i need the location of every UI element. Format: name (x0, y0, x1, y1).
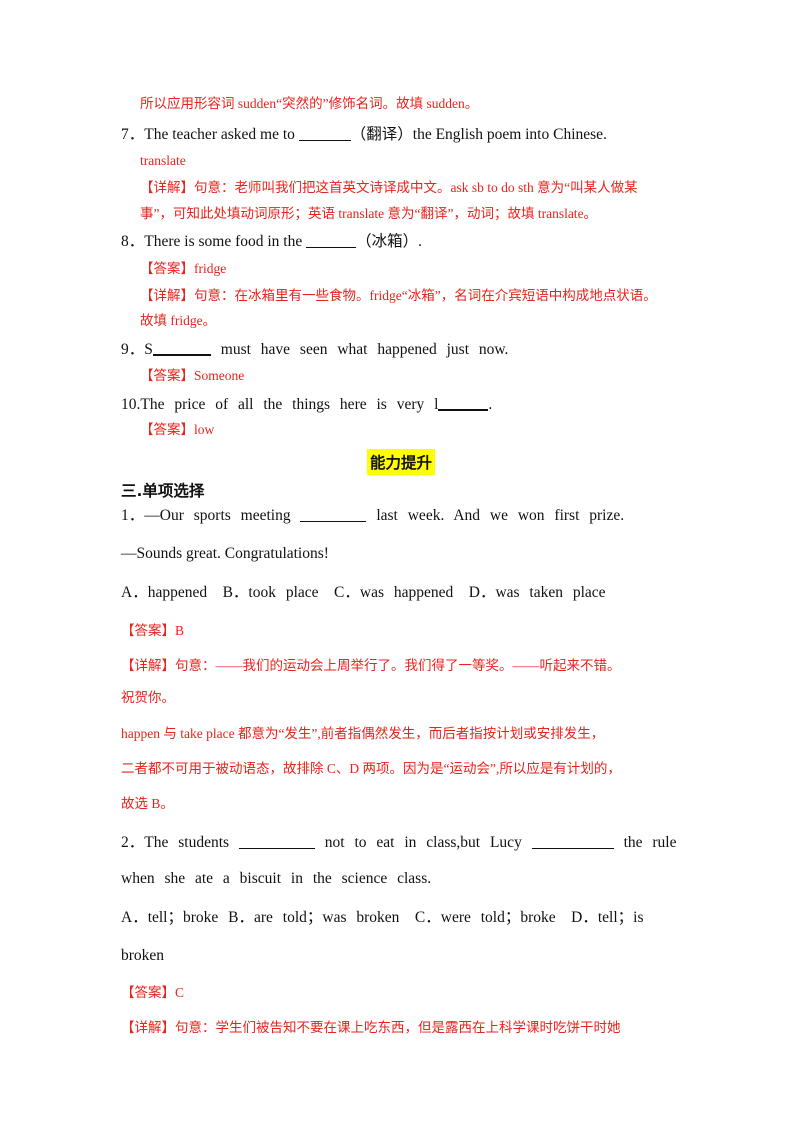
answer-line: 【答案】C (121, 985, 185, 1000)
question-number: 7． (121, 126, 145, 143)
section-title: 三.单项选择 (121, 482, 205, 500)
question-number: 1． (121, 507, 145, 524)
answer-blank (438, 395, 489, 411)
answer-options: A．tell；broke B．are told；was broken C．wer… (121, 909, 644, 926)
explanation-line: 故填 fridge。 (140, 313, 217, 328)
question-text: The students (144, 834, 230, 851)
answer-blank (531, 834, 614, 849)
question-text: S (144, 341, 153, 358)
answer-blank (152, 340, 211, 356)
answer-options: broken (121, 947, 165, 964)
question-text: . (488, 396, 493, 413)
answer-line: 【答案】B (121, 623, 185, 638)
mc-question-2: 2．The students not to eat in class,but L… (121, 834, 677, 851)
answer-blank (300, 507, 367, 522)
question-10: 10.The price of all the things here is v… (121, 395, 492, 413)
explanation-line: 二者都不可用于被动语态，故排除 C、D 两项。因为是“运动会”,所以应是有计划的… (121, 761, 621, 776)
question-text: last week. And we won first prize. (376, 507, 625, 524)
explanation-line: 【详解】句意：学生们被告知不要在课上吃东西，但是露西在上科学课时吃饼干时她 (121, 1020, 621, 1035)
mc-question-1: 1．—Our sports meeting last week. And we … (121, 507, 624, 524)
explanation-line: 事”，可知此处填动词原形；英语 translate 意为“翻译”，动词；故填 t… (140, 206, 598, 221)
answer-blank (298, 126, 351, 141)
explanation-line: 【详解】句意：老师叫我们把这首英文诗译成中文。ask sb to do sth … (140, 180, 638, 195)
question-text: —Sounds great. Congratulations! (121, 545, 329, 562)
explanation-line: 【详解】句意：在冰箱里有一些食物。fridge“冰箱”，名词在介宾短语中构成地点… (140, 288, 657, 303)
explanation-line: 【详解】句意：——我们的运动会上周举行了。我们得了一等奖。——听起来不错。 (121, 658, 621, 673)
question-text: —Our sports meeting (144, 507, 291, 524)
explanation-line: 故选 B。 (121, 796, 174, 811)
question-text: not to eat in class,but Lucy (324, 834, 522, 851)
question-number: 9． (121, 341, 145, 358)
section-highlight-heading: 能力提升 (367, 449, 436, 475)
question-7: 7．The teacher asked me to （翻译）the Englis… (121, 126, 607, 143)
explanation-line: 所以应用形容词 sudden“突然的”修饰名词。故填 sudden。 (140, 96, 479, 111)
answer-line: translate (140, 153, 186, 168)
explanation-line: happen 与 take place 都意为“发生”,前者指偶然发生，而后者指… (121, 726, 605, 741)
question-text: The teacher asked me to (144, 126, 295, 143)
question-text: The price of all the things here is very… (140, 396, 439, 413)
question-text: （冰箱）. (356, 233, 423, 250)
question-text: There is some food in the (144, 233, 303, 250)
question-text: must have seen what happened just now. (220, 341, 509, 358)
answer-options: A．happened B．took place C．was happened D… (121, 584, 606, 601)
answer-blank (238, 834, 315, 849)
answer-line: 【答案】Someone (140, 368, 245, 383)
explanation-line: 祝贺你。 (121, 690, 175, 705)
question-text: when she ate a biscuit in the science cl… (121, 870, 432, 887)
question-9: 9．S must have seen what happened just no… (121, 340, 508, 358)
answer-line: 【答案】fridge (140, 261, 227, 276)
question-8: 8．There is some food in the （冰箱）. (121, 233, 422, 250)
question-text: the rule (623, 834, 677, 851)
answer-line: 【答案】low (140, 422, 215, 437)
question-number: 2． (121, 834, 145, 851)
answer-blank (306, 233, 357, 248)
question-text: （翻译）the English poem into Chinese. (350, 126, 607, 143)
question-number: 8． (121, 233, 145, 250)
question-number: 10. (121, 396, 141, 413)
